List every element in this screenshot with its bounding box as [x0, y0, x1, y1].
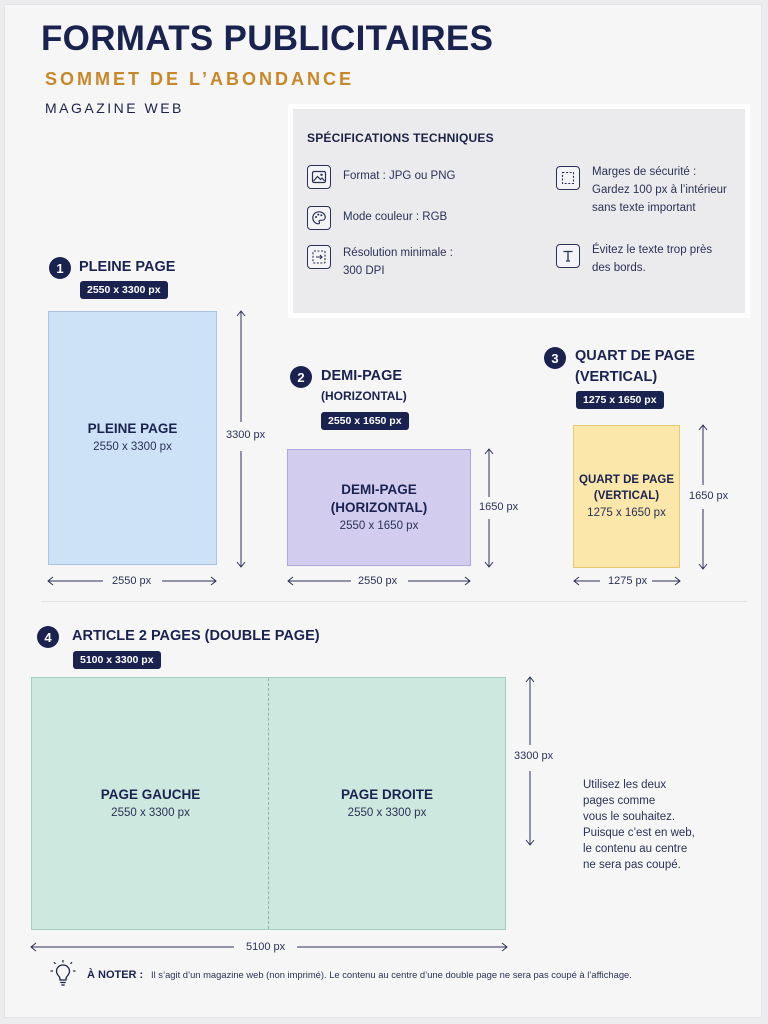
format-4-left-title: PAGE GAUCHE: [100, 786, 201, 802]
format-4-height-arrow: [525, 676, 535, 846]
format-3-number: 3: [544, 347, 566, 369]
format-1-number: 1: [49, 257, 71, 279]
format-4-height-label: 3300 px: [514, 750, 554, 762]
spec-safe-margin-line-1: Marges de sécurité :: [592, 166, 697, 178]
format-4-width-arrow: [30, 942, 508, 952]
format-3-box-title-2: (VERTICAL): [593, 489, 660, 502]
spec-text-edges-line-1: Évitez le texte trop près: [592, 244, 713, 256]
format-1-width-arrow: [47, 576, 217, 586]
format-4-note-line-6: ne sera pas coupé.: [583, 859, 681, 871]
format-3-title-1: QUART DE PAGE: [575, 348, 695, 364]
spec-text-edges: Évitez le texte trop près des bords.: [556, 241, 712, 277]
format-4-spread: PAGE GAUCHE 2550 x 3300 px PAGE DROITE 2…: [31, 677, 506, 930]
palette-icon: [307, 206, 331, 230]
spec-color: Mode couleur : RGB: [307, 206, 447, 230]
spec-format: Format : JPG ou PNG: [307, 165, 455, 189]
format-2-title: DEMI-PAGE: [321, 368, 403, 384]
format-4-note-line-3: vous le souhaitez.: [583, 811, 676, 823]
format-2-box-size: 2550 x 1650 px: [339, 519, 419, 532]
format-1-box-title: PLEINE PAGE: [87, 421, 178, 436]
format-2-pill: 2550 x 1650 px: [321, 412, 409, 430]
page: FORMATS PUBLICITAIRES SOMMET DE L’ABONDA…: [4, 4, 762, 1018]
format-4-right-title: PAGE DROITE: [340, 786, 433, 802]
footer-label: À NOTER :: [87, 969, 144, 981]
page-title: FORMATS PUBLICITAIRES: [41, 19, 494, 58]
spec-format-text: Format : JPG ou PNG: [343, 170, 456, 182]
format-4-note-line-5: le contenu au centre: [583, 843, 688, 855]
format-4-right-page: PAGE DROITE 2550 x 3300 px: [269, 678, 505, 929]
format-1-pill: 2550 x 3300 px: [80, 281, 168, 299]
format-2-box-title-1: DEMI-PAGE: [341, 481, 417, 497]
format-2-number: 2: [290, 366, 312, 388]
format-2-box: DEMI-PAGE (HORIZONTAL) 2550 x 1650 px: [287, 449, 471, 566]
format-2-width-arrow: [287, 576, 471, 586]
format-1-width-label: 2550 px: [112, 575, 152, 587]
format-4-left-size: 2550 x 3300 px: [111, 806, 190, 819]
spec-safe-margin: Marges de sécurité : Gardez 100 px à l’i…: [556, 163, 727, 217]
format-3-pill: 1275 x 1650 px: [576, 391, 664, 409]
format-4-note-line-4: Puisque c’est en web,: [583, 827, 695, 839]
text-icon: [556, 244, 580, 268]
format-4-note-line-2: pages comme: [583, 795, 656, 807]
specs-panel: SPÉCIFICATIONS TECHNIQUES Format : JPG o…: [288, 104, 750, 318]
format-3-width-label: 1275 px: [608, 575, 648, 587]
format-1-height-label: 3300 px: [226, 429, 266, 441]
format-3-title-2: (VERTICAL): [575, 369, 658, 385]
spec-resolution-line-1: Résolution minimale :: [343, 247, 453, 259]
format-1-box: PLEINE PAGE 2550 x 3300 px: [48, 311, 217, 565]
format-4-number: 4: [37, 626, 59, 648]
format-2-box-title-2: (HORIZONTAL): [330, 499, 428, 515]
format-3-height-label: 1650 px: [689, 490, 729, 502]
format-3-height-arrow: [698, 424, 708, 570]
resolution-icon: [307, 245, 331, 269]
section-divider: [41, 601, 747, 602]
specs-title: SPÉCIFICATIONS TECHNIQUES: [307, 131, 494, 145]
footer-text: Il s’agit d’un magazine web (non imprimé…: [151, 969, 632, 980]
format-4-center-fold: [268, 678, 269, 929]
format-3-width-arrow: [573, 576, 681, 586]
format-4-right-size: 2550 x 3300 px: [347, 806, 427, 819]
spec-safe-margin-line-3: sans texte important: [592, 202, 696, 214]
format-4-width-label: 5100 px: [246, 941, 286, 953]
format-2-height-arrow: [484, 448, 494, 568]
page-subtitle: SOMMET DE L’ABONDANCE: [45, 69, 355, 89]
spec-safe-margin-line-2: Gardez 100 px à l’intérieur: [592, 184, 727, 196]
page-kicker: MAGAZINE WEB: [45, 100, 184, 116]
format-4-title: ARTICLE 2 PAGES (DOUBLE PAGE): [72, 628, 320, 644]
lightbulb-icon: [49, 959, 77, 994]
format-3-box-title-1: QUART DE PAGE: [579, 473, 674, 486]
format-4-note: Utilisez les deux pages comme vous le so…: [583, 777, 695, 873]
spec-color-text: Mode couleur : RGB: [343, 211, 448, 223]
format-4-pill: 5100 x 3300 px: [73, 651, 161, 669]
format-4-left-page: PAGE GAUCHE 2550 x 3300 px: [32, 678, 269, 929]
safe-margin-icon: [556, 166, 580, 190]
spec-resolution: Résolution minimale : 300 DPI: [307, 245, 453, 280]
format-1-title: PLEINE PAGE: [79, 259, 176, 275]
format-4-note-line-1: Utilisez les deux: [583, 779, 667, 791]
spec-resolution-line-2: 300 DPI: [343, 265, 385, 277]
image-icon: [307, 165, 331, 189]
format-2-height-label: 1650 px: [479, 501, 519, 513]
format-3-box: QUART DE PAGE (VERTICAL) 1275 x 1650 px: [573, 425, 680, 568]
format-2-subtitle: (HORIZONTAL): [321, 389, 407, 403]
format-3-box-size: 1275 x 1650 px: [587, 506, 666, 519]
format-1-box-size: 2550 x 3300 px: [93, 441, 172, 453]
spec-text-edges-line-2: des bords.: [592, 262, 646, 274]
format-1-height-arrow: [236, 310, 246, 568]
format-2-width-label: 2550 px: [358, 575, 398, 587]
